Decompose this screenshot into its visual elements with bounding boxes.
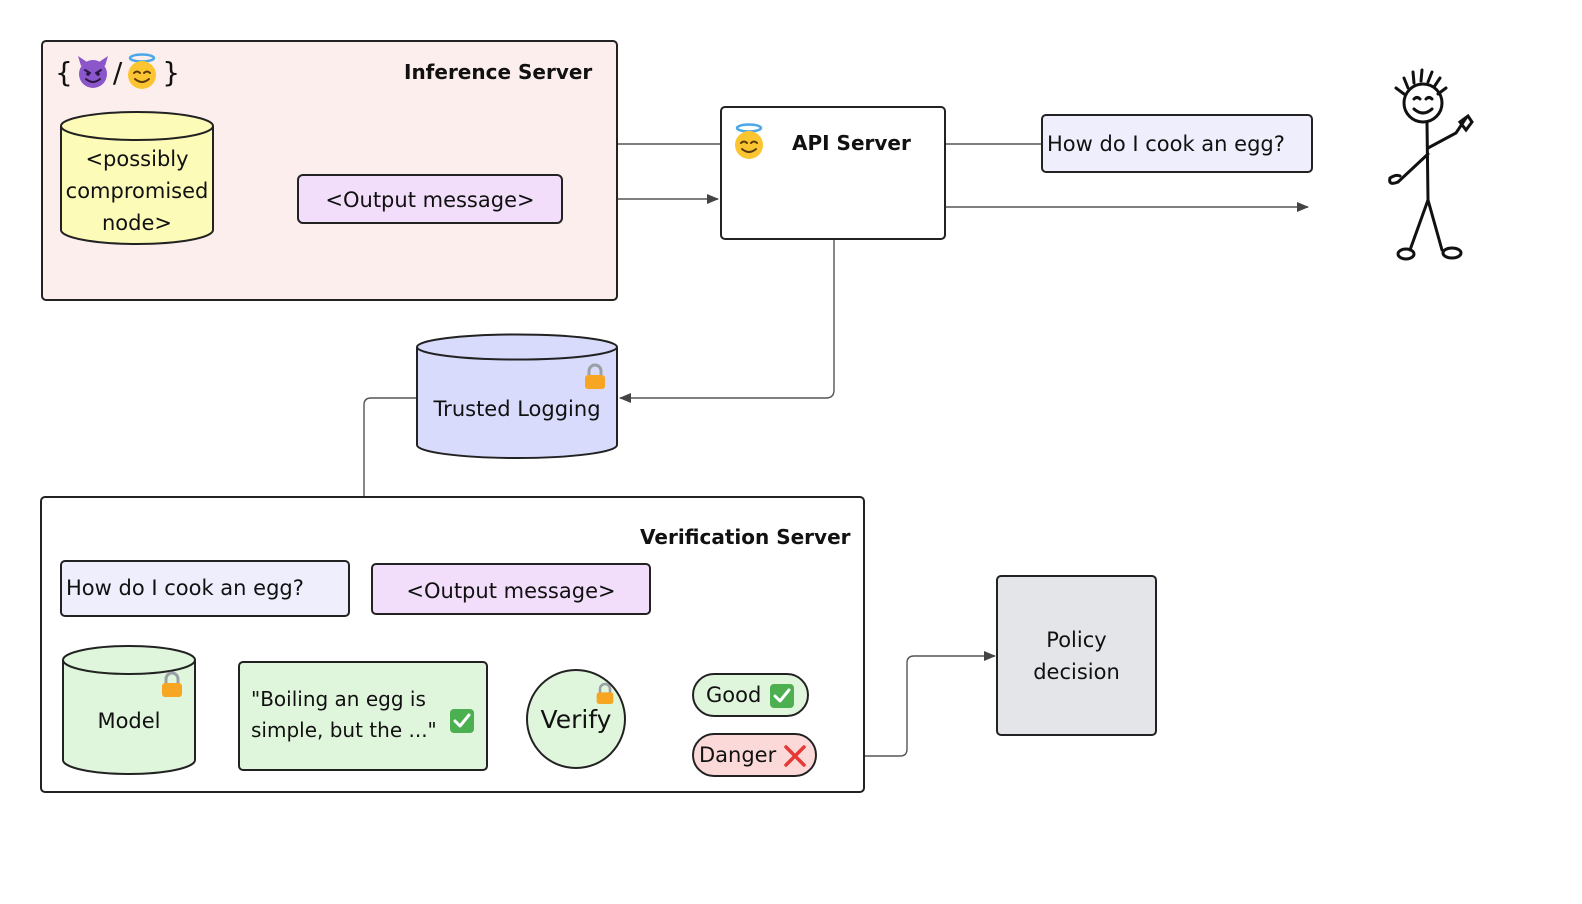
good-outcome-label: Good (706, 683, 762, 707)
stick-figure-user (1388, 68, 1474, 261)
trusted-logging-cylinder (416, 333, 618, 459)
danger-outcome-label: Danger (699, 743, 777, 767)
devil-icon (77, 56, 108, 88)
inference-output-message: <Output message> (325, 188, 535, 212)
arrow-danger-to-policy (817, 651, 996, 757)
user-query-box (1041, 114, 1313, 173)
verify-label: Verify (540, 705, 612, 734)
compromised-node-cylinder (60, 111, 214, 245)
trusted-logging-label: Trusted Logging (433, 397, 601, 421)
api-server-title: API Server (792, 131, 911, 155)
verification-query-box (60, 560, 350, 617)
api-server-box (720, 106, 946, 240)
lock-icon (596, 682, 614, 704)
verification-query-text: How do I cook an egg? (66, 576, 304, 600)
model-response-box (238, 661, 488, 771)
brace-close: } (162, 55, 181, 89)
verification-output-message: <Output message> (406, 579, 616, 603)
policy-decision-label: Policy decision (1033, 628, 1120, 684)
check-icon (450, 709, 474, 733)
inference-server-title: Inference Server (404, 60, 593, 84)
user-query-text: How do I cook an egg? (1047, 132, 1285, 156)
cross-icon (784, 745, 806, 767)
trust-uncertainty-label: { / } (55, 52, 180, 92)
angel-icon (128, 53, 157, 89)
model-label: Model (97, 709, 161, 733)
brace-open: { (55, 55, 73, 89)
check-icon (770, 684, 794, 708)
inference-output-message-box (297, 174, 563, 224)
verification-output-message-box (371, 563, 651, 615)
lock-icon (162, 671, 182, 697)
separator-slash: / (112, 55, 123, 89)
verification-server-title: Verification Server (640, 525, 851, 549)
compromised-node-label: <possibly compromised node> (65, 147, 209, 235)
model-response-text: "Boiling an egg is simple, but the ..." (251, 687, 437, 742)
arrow-api-to-logging (619, 240, 835, 403)
angel-icon (735, 123, 763, 159)
lock-icon (585, 363, 605, 389)
policy-decision-box (996, 575, 1157, 736)
